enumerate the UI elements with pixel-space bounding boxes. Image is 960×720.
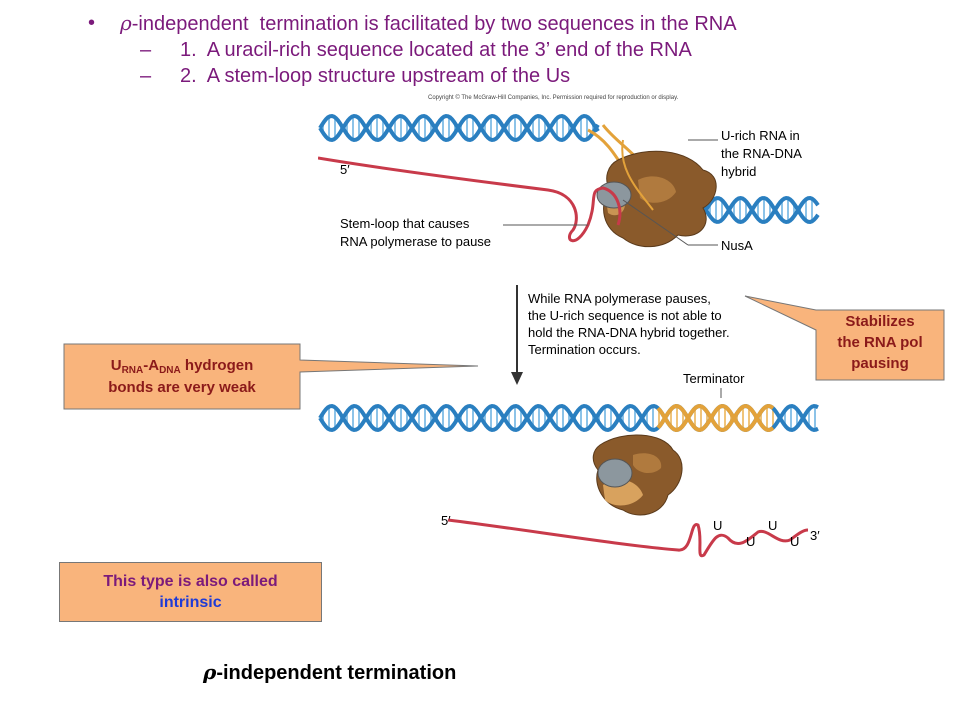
u-label: U (713, 518, 722, 533)
intrinsic-note-box: This type is also called intrinsic (59, 562, 322, 622)
note-line1: This type is also called (103, 573, 278, 590)
bullet-sub-2-text: 2. A stem-loop structure upstream of the… (180, 65, 571, 87)
bullet-dot-icon: • (88, 12, 96, 34)
terminator-label: Terminator (683, 371, 745, 386)
dash-icon: – (140, 39, 152, 61)
bullet-main-text: -independent termination is facilitated … (131, 13, 737, 35)
pause-text-4: Termination occurs. (528, 342, 641, 357)
rna-strand-bottom (447, 518, 809, 558)
rna-polymerase-bottom (592, 434, 683, 516)
rna-strand-top (318, 156, 622, 243)
u-label: U (790, 534, 799, 549)
dash-icon: – (140, 65, 152, 87)
five-prime-label-top: 5′ (340, 162, 350, 177)
leader-line (622, 199, 689, 246)
three-prime-label: 3′ (810, 528, 820, 543)
u-rich-label-3: hybrid (721, 164, 756, 179)
dna-backbone (681, 195, 820, 225)
u-rich-label-1: U-rich RNA in (721, 128, 800, 143)
dna-helix-bottom (318, 403, 819, 433)
nusa-protein-bottom (597, 458, 633, 488)
dna-backbone (318, 113, 600, 143)
callout-hydrogen-line1: URNA-ADNA hydrogen (111, 357, 254, 376)
terminator-backbone (656, 403, 775, 433)
callout-stabilizes-line1: Stabilizes (845, 313, 914, 330)
caption-text: -independent termination (216, 662, 457, 684)
note-intrinsic: intrinsic (159, 594, 222, 611)
callout-hydrogen-line2: bonds are very weak (108, 379, 256, 396)
pause-text-3: hold the RNA-DNA hybrid together. (528, 325, 730, 340)
pause-text-2: the U-rich sequence is not able to (528, 308, 722, 323)
bullet-sub-2: – 2. A stem-loop structure upstream of t… (88, 63, 948, 89)
figure-caption: ρ-independent termination (203, 660, 456, 685)
bullet-main: • ρ-independent termination is facilitat… (88, 10, 948, 37)
dna-helix-top-left (318, 113, 600, 143)
rho-symbol: ρ (120, 11, 132, 35)
terminator-region (656, 403, 775, 433)
termination-diagram: 5′ U-rich RNA in the RNA-DNA hybrid Stem… (318, 113, 820, 558)
callout-stabilizes-line3: pausing (851, 355, 909, 372)
stem-loop-label-1: Stem-loop that causes (340, 216, 470, 231)
u-label: U (746, 534, 755, 549)
callout-stabilizes-line2: the RNA pol (837, 334, 922, 351)
terminator-backbone (656, 403, 775, 433)
u-rich-label-2: the RNA-DNA (721, 146, 802, 161)
u-label: U (768, 518, 777, 533)
pause-text-1: While RNA polymerase pauses, (528, 291, 711, 306)
bullet-list: • ρ-independent termination is facilitat… (88, 10, 948, 89)
caption-rho: ρ (203, 660, 217, 684)
arrow-head-icon (511, 372, 523, 385)
bullet-sub-1: – 1. A uracil-rich sequence located at t… (88, 37, 948, 63)
nusa-label: NusA (721, 238, 753, 253)
bullet-sub-1-text: 1. A uracil-rich sequence located at the… (180, 39, 692, 61)
rna-dna-hybrid (621, 139, 654, 211)
copyright-notice: Copyright © The McGraw-Hill Companies, I… (428, 95, 679, 101)
five-prime-label-bottom: 5′ (441, 513, 451, 528)
stem-loop-label-2: RNA polymerase to pause (340, 234, 491, 249)
